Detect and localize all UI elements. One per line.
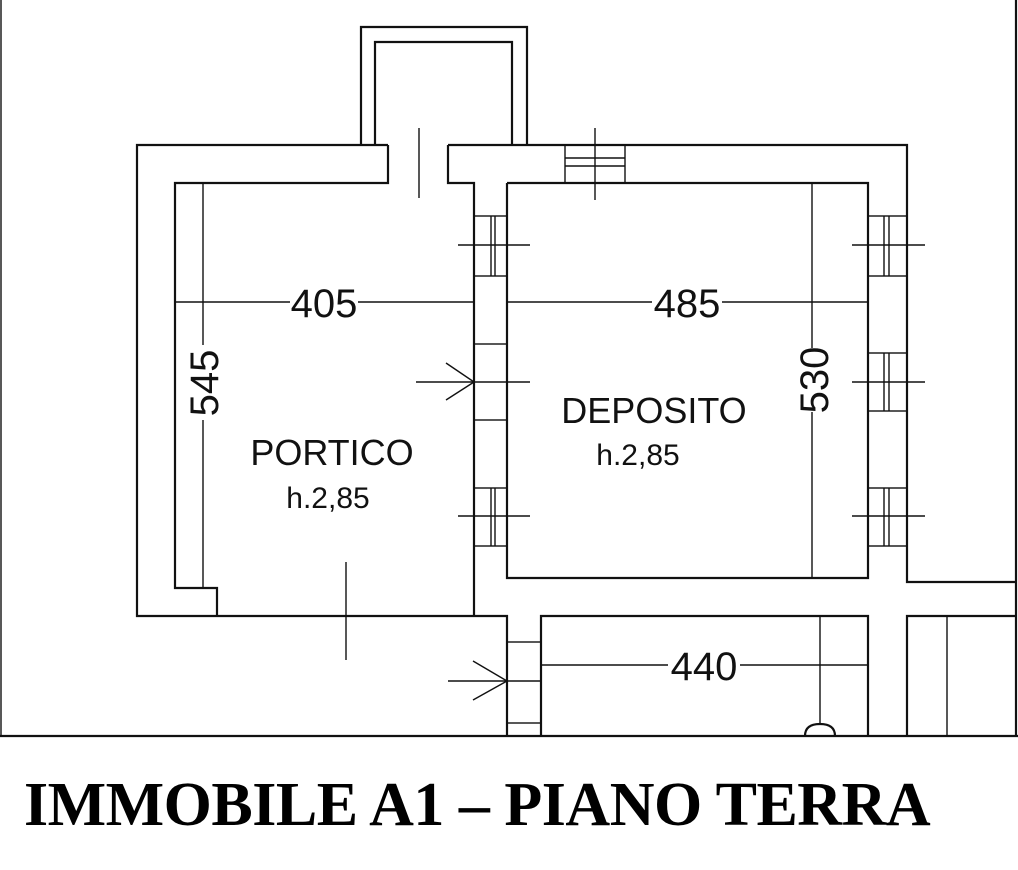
dimension-lines [175,183,868,666]
right-wall-windows [852,215,925,547]
room-height-portico: h.2,85 [286,482,369,515]
room-label-deposito: DEPOSITO [561,390,746,431]
dimension-lower-room-width: 440 [671,645,738,689]
entry-box [359,25,529,198]
deposito-walls [446,143,1016,616]
room-height-deposito: h.2,85 [596,439,679,472]
dimension-portico-width: 405 [291,282,358,326]
window-top [564,128,626,200]
floor-plan: 405 485 545 530 440 PORTICO h.2,85 DEPOS… [0,0,1018,738]
dimension-portico-depth: 545 [183,350,227,417]
room-label-portico: PORTICO [250,432,413,473]
dimension-deposito-depth: 530 [793,347,837,414]
portico-walls [135,143,474,660]
plan-title: IMMOBILE A1 – PIANO TERRA [24,771,931,839]
lower-rooms [448,614,1016,737]
partition-openings [416,215,530,547]
dimension-deposito-width: 485 [654,282,721,326]
